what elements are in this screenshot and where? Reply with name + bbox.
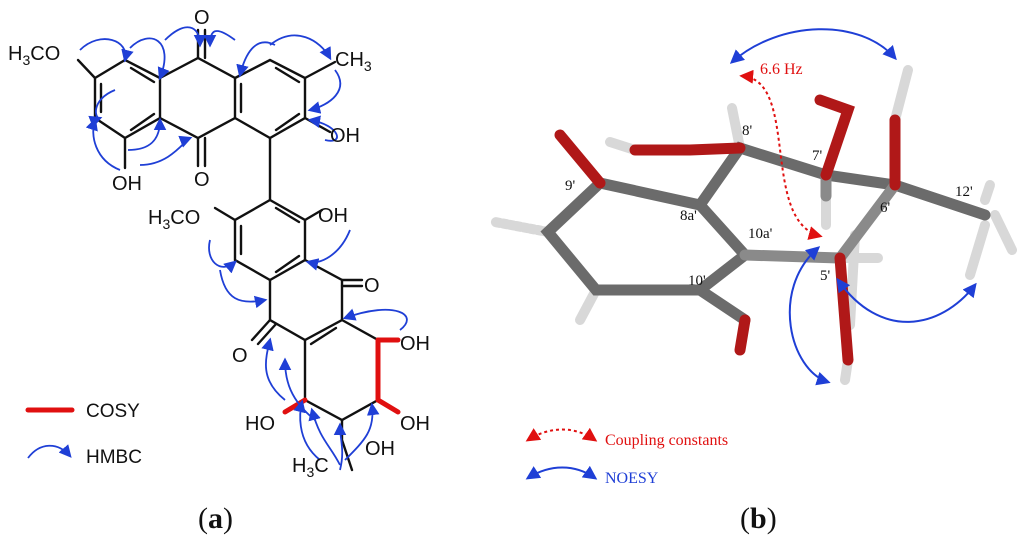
atom-oh-mid: OH [318,205,348,227]
panel-label-a: (a) [198,502,233,535]
num-12: 12' [955,184,973,200]
num-7: 7' [812,148,823,164]
ring-bonds-lower [213,198,380,472]
num-8: 8' [742,123,753,139]
atom-oh-left: OH [112,173,142,195]
atom-oh-top-right: OH [330,125,360,147]
panel-label-b: (b) [740,502,777,535]
atom-oh-bottom: OH [365,438,395,460]
panel-letter-b: b [750,502,767,535]
atom-methoxy-1: H3CO [8,43,60,68]
num-9: 9' [565,178,576,194]
correlations-b: 6.6 Hz [729,28,977,386]
atom-o-top: O [194,7,210,29]
structure-a: O O H3CO CH3 OH OH H3CO OH O O OH HO OH … [8,7,430,535]
panel-letter-a: a [208,502,223,535]
atom-o-left-low: O [232,345,248,367]
hmbc-arrows [79,26,408,471]
num-8a: 8a' [680,208,697,224]
atom-methoxy-2: H3CO [148,207,200,232]
model-3d [490,65,1017,385]
legend-cosy-label: COSY [86,401,140,422]
legend-noesy-label: NOESY [605,470,659,487]
legend-coupling-swatch [525,427,598,442]
legend-coupling-label: Coupling constants [605,432,728,449]
legend-b: Coupling constants NOESY [525,427,728,487]
num-10: 10' [688,273,706,289]
atom-labels-a: O O H3CO CH3 OH OH H3CO OH O O OH HO OH … [8,7,430,480]
ring-bonds-upper [76,28,337,202]
legend-hmbc-swatch [27,444,72,459]
coupling-value: 6.6 Hz [760,61,803,78]
atom-methyl-1: CH3 [335,49,372,74]
num-10a: 10a' [748,226,773,242]
legend-a: COSY HMBC [25,401,142,468]
atom-oh-ring-right: OH [400,333,430,355]
legend-hmbc-label: HMBC [86,447,142,468]
legend-noesy-swatch [525,465,598,480]
num-5: 5' [820,268,831,284]
atom-ho-left: HO [245,413,275,435]
atom-oh-low-right: OH [400,413,430,435]
atom-o-mid: O [194,169,210,191]
num-6: 6' [880,200,891,216]
atom-methyl-2: H3C [292,455,329,480]
cosy-bonds [282,337,401,415]
atom-o-right: O [364,275,380,297]
